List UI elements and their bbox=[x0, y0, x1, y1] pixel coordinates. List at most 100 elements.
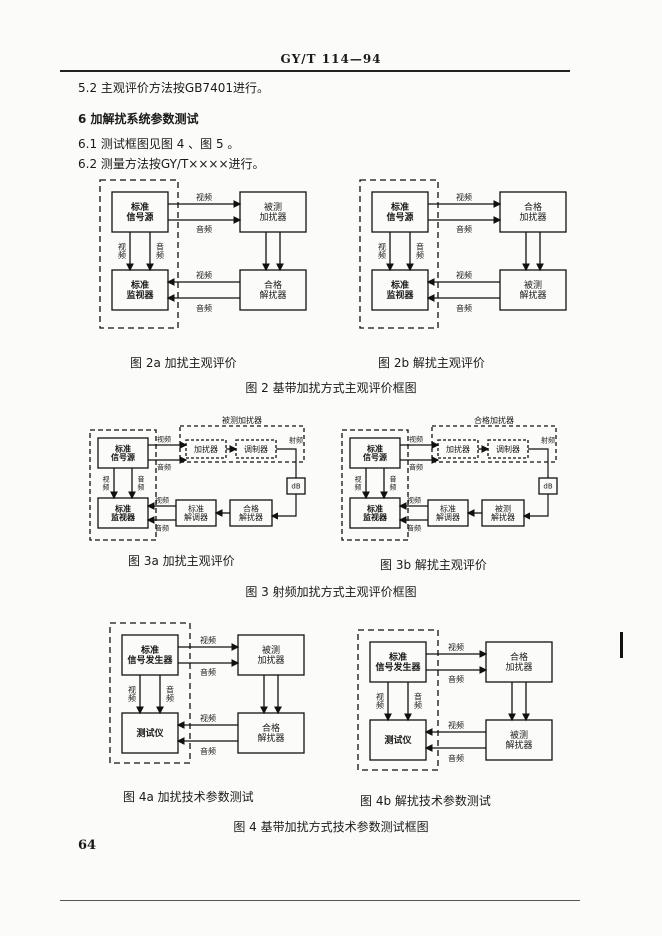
audio-label: 音频 bbox=[157, 462, 171, 471]
source-label: 标准信号发生器 bbox=[127, 644, 173, 666]
scrambler-label: 加扰器 bbox=[446, 444, 470, 454]
monitor-label: 测试仪 bbox=[384, 734, 412, 746]
monitor-box bbox=[97, 497, 149, 529]
src-audio-label: 音频 bbox=[156, 241, 164, 260]
device-box bbox=[237, 634, 305, 676]
audio-back-label: 音频 bbox=[407, 523, 421, 532]
clause-5-2: 5.2 主观评价方法按GB7401进行。 bbox=[78, 81, 269, 95]
device-label: 被测加扰器 bbox=[259, 201, 286, 223]
video-back-label: 视频 bbox=[456, 270, 472, 280]
fig4b-caption: 图 4b 解扰技术参数测试 bbox=[360, 794, 491, 808]
db-label: dB bbox=[543, 482, 552, 490]
outer-dashed-frame bbox=[99, 179, 179, 329]
outer-dashed-frame bbox=[359, 179, 439, 329]
source-box bbox=[369, 641, 427, 683]
outer-dashed-frame bbox=[109, 622, 191, 764]
monitor-label: 测试仪 bbox=[136, 727, 164, 739]
decoder-label: 合格解扰器 bbox=[257, 722, 284, 744]
source-label: 标准信号源 bbox=[126, 201, 153, 223]
monitor-label: 标准监视器 bbox=[386, 279, 414, 301]
src-audio-label: 音频 bbox=[414, 691, 422, 710]
db-label: dB bbox=[291, 482, 300, 490]
fig3b-diagram: 合格加扰器标准信号源加扰器调制器视频音频射频dB标准监视器标准解调器被测解扰器视… bbox=[341, 415, 558, 541]
decoder-box bbox=[239, 269, 307, 311]
decoder-label: 合格解扰器 bbox=[259, 279, 286, 301]
rf-label: 射频 bbox=[541, 435, 555, 444]
outer-dashed-frame bbox=[341, 429, 409, 541]
scrambler-label: 加扰器 bbox=[194, 444, 218, 454]
src-video-label: 视频 bbox=[103, 475, 110, 492]
demod-label: 标准解调器 bbox=[436, 503, 460, 522]
fig3a-caption: 图 3a 加扰主观评价 bbox=[128, 554, 235, 568]
monitor-box bbox=[111, 269, 169, 311]
fig2a-caption: 图 2a 加扰主观评价 bbox=[130, 356, 237, 370]
audio-label: 音频 bbox=[409, 462, 423, 471]
monitor-box bbox=[121, 712, 179, 754]
source-box bbox=[97, 437, 149, 469]
audio-back-label: 音频 bbox=[155, 523, 169, 532]
video-label: 视频 bbox=[409, 434, 423, 443]
fig3a-diagram: 被测加扰器标准信号源加扰器调制器视频音频射频dB标准监视器标准解调器合格解扰器视… bbox=[89, 415, 306, 541]
video-back-label: 视频 bbox=[407, 495, 421, 504]
monitor-box bbox=[371, 269, 429, 311]
audio-top-label: 音频 bbox=[200, 667, 216, 677]
src-video-label: 视频 bbox=[376, 691, 384, 710]
src-video-label: 视频 bbox=[128, 684, 136, 703]
monitor-label: 标准监视器 bbox=[111, 503, 136, 522]
source-label: 标准信号源 bbox=[363, 443, 387, 462]
device-box bbox=[485, 641, 553, 683]
decoder-box bbox=[499, 269, 567, 311]
db-out-line bbox=[270, 494, 297, 520]
decoder-label: 被测解扰器 bbox=[519, 279, 546, 301]
device-label: 合格加扰器 bbox=[505, 651, 532, 673]
monitor-box bbox=[349, 497, 401, 529]
page-header: GY/T 114—94 bbox=[280, 52, 382, 66]
src-video-label: 视频 bbox=[118, 241, 126, 260]
decoder-label: 被测解扰器 bbox=[491, 503, 515, 522]
audio-top-label: 音频 bbox=[456, 224, 472, 234]
video-top-label: 视频 bbox=[196, 192, 212, 202]
video-back-label: 视频 bbox=[155, 495, 169, 504]
clause-6-2: 6.2 测量方法按GY/T××××进行。 bbox=[78, 157, 265, 171]
group-label: 合格加扰器 bbox=[474, 415, 514, 425]
src-video-label: 视频 bbox=[378, 241, 386, 260]
outer-dashed-frame bbox=[357, 629, 439, 771]
source-label: 标准信号发生器 bbox=[375, 651, 421, 673]
fig3-title: 图 3 射频加扰方式主观评价框图 bbox=[245, 585, 417, 599]
fig4a-diagram: 标准信号发生器被测加扰器测试仪合格解扰器视频音频视频音频视频音频 bbox=[109, 622, 305, 764]
scrambler-box bbox=[437, 439, 479, 459]
monitor-box bbox=[369, 719, 427, 761]
rf-line bbox=[528, 448, 549, 478]
src-audio-label: 音频 bbox=[138, 475, 145, 492]
monitor-label: 标准监视器 bbox=[126, 279, 154, 301]
fig4b-diagram: 标准信号发生器合格加扰器测试仪被测解扰器视频音频视频音频视频音频 bbox=[357, 629, 553, 771]
source-label: 标准信号源 bbox=[386, 201, 413, 223]
video-back-label: 视频 bbox=[196, 270, 212, 280]
audio-back-label: 音频 bbox=[196, 303, 212, 313]
audio-top-label: 音频 bbox=[196, 224, 212, 234]
fig2b-caption: 图 2b 解扰主观评价 bbox=[378, 356, 485, 370]
source-box bbox=[111, 191, 169, 233]
source-box bbox=[349, 437, 401, 469]
fig2-title: 图 2 基带加扰方式主观评价框图 bbox=[245, 381, 417, 395]
device-box bbox=[499, 191, 567, 233]
rf-line bbox=[276, 448, 297, 478]
fig3b-caption: 图 3b 解扰主观评价 bbox=[380, 558, 487, 572]
source-box bbox=[121, 634, 179, 676]
margin-mark bbox=[620, 632, 623, 658]
modulator-label: 调制器 bbox=[244, 444, 268, 454]
db-out-line bbox=[522, 494, 549, 520]
decoder-box bbox=[485, 719, 553, 761]
fig4a-caption: 图 4a 加扰技术参数测试 bbox=[123, 790, 254, 804]
video-label: 视频 bbox=[157, 434, 171, 443]
scrambler-box bbox=[185, 439, 227, 459]
src-audio-label: 音频 bbox=[390, 475, 397, 492]
demod-label: 标准解调器 bbox=[184, 503, 208, 522]
fig4-title: 图 4 基带加扰方式技术参数测试框图 bbox=[233, 820, 429, 834]
source-box bbox=[371, 191, 429, 233]
decoder-box bbox=[237, 712, 305, 754]
video-top-label: 视频 bbox=[448, 642, 464, 652]
modulator-label: 调制器 bbox=[496, 444, 520, 454]
